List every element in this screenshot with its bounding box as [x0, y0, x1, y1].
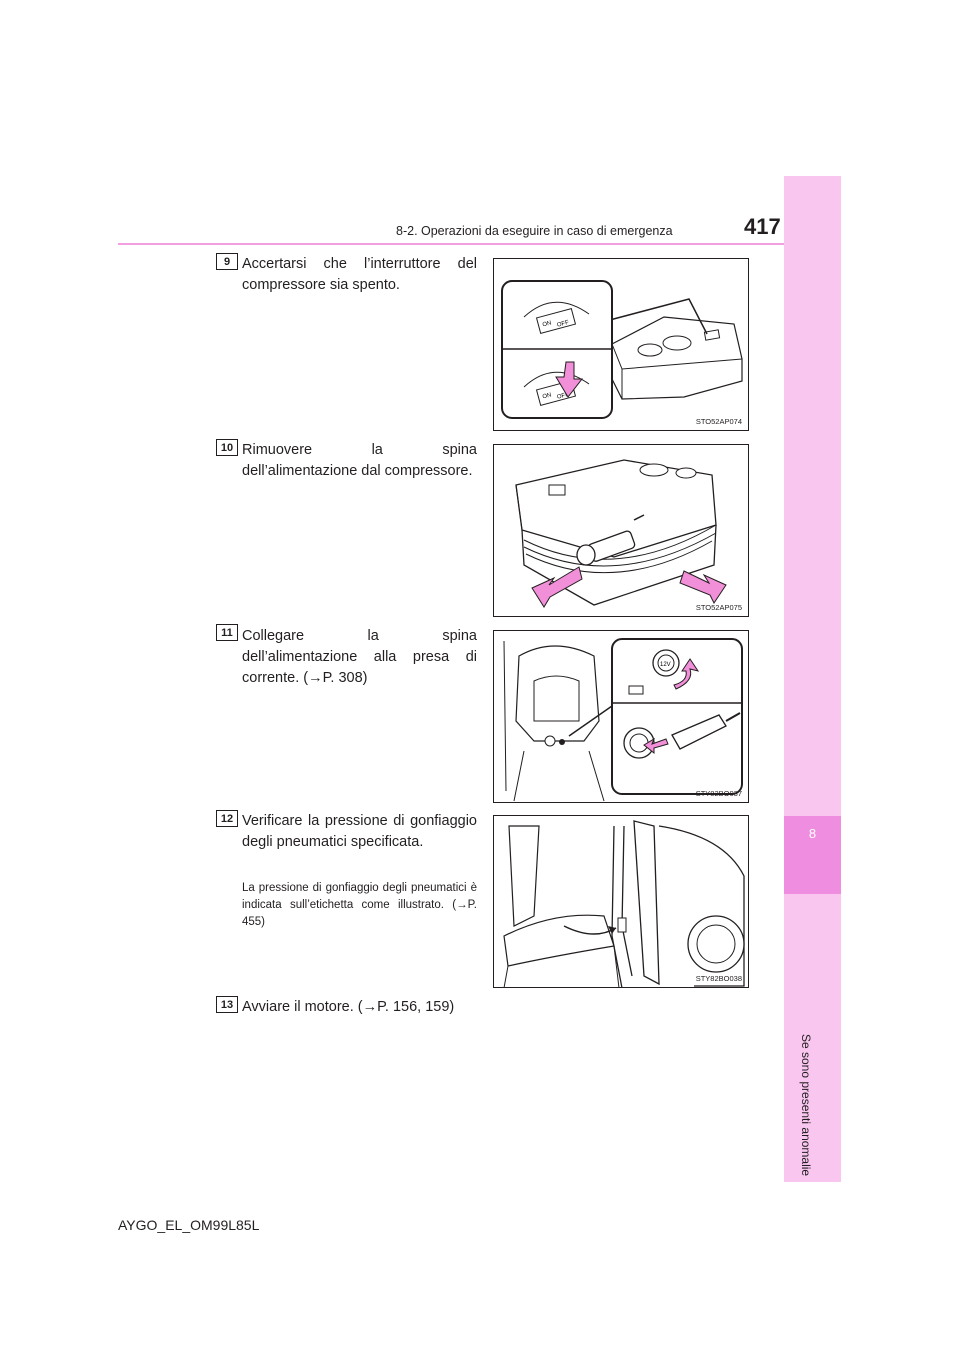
step-badge-13: 13 — [216, 996, 238, 1013]
figure-remove-plug: STO52AP075 — [493, 444, 749, 617]
switch-on-label: ON — [542, 320, 552, 328]
figure-connect-socket: 12V STY82BO037 — [493, 630, 749, 803]
step-note-12: La pressione di gonfiaggio degli pneumat… — [242, 882, 477, 928]
step-badge-12: 12 — [216, 810, 238, 827]
step-text-9: Accertarsi che l’interruttore del compre… — [242, 256, 477, 293]
chapter-title-text: Se sono presenti anomalie — [799, 1034, 813, 1177]
switch-off-label: OFF — [557, 320, 570, 329]
figure-tire-label: STY82BO038 — [493, 815, 749, 988]
step-badge-10: 10 — [216, 439, 238, 456]
chapter-number: 8 — [808, 826, 817, 841]
step-text-11: Collegare la spina dell’alimentazione al… — [242, 628, 477, 686]
step-text-12: Verificare la pressione di gonfiaggio de… — [242, 813, 477, 850]
chapter-tab-upper — [784, 176, 841, 816]
page-number: 417 — [744, 214, 781, 239]
figure-compressor-switch: ON OFF ON OFF STO52AP074 — [493, 258, 749, 431]
section-title: 8-2. Operazioni da eseguire in caso di e… — [396, 224, 673, 238]
chapter-tab-active[interactable] — [784, 816, 841, 894]
figure-code: STY82BO037 — [695, 789, 742, 798]
socket-voltage-label: 12V — [660, 662, 671, 668]
step-text-13: Avviare il motore. (→P. 156, 159) — [242, 999, 455, 1015]
step-text-10: Rimuovere la spina dell’alimentazione da… — [242, 442, 477, 479]
chapter-tab-lower — [784, 894, 841, 1182]
switch-on-label-2: ON — [542, 392, 552, 400]
figure-code: STO52AP074 — [695, 417, 742, 426]
figure-code: STO52AP075 — [695, 603, 742, 612]
step-badge-11: 11 — [216, 624, 238, 641]
document-code: AYGO_EL_OM99L85L — [118, 1217, 260, 1233]
figure-code: STY82BO038 — [695, 974, 742, 983]
header-rule — [118, 243, 784, 245]
switch-off-label-2: OFF — [557, 392, 570, 401]
step-badge-9: 9 — [216, 253, 238, 270]
